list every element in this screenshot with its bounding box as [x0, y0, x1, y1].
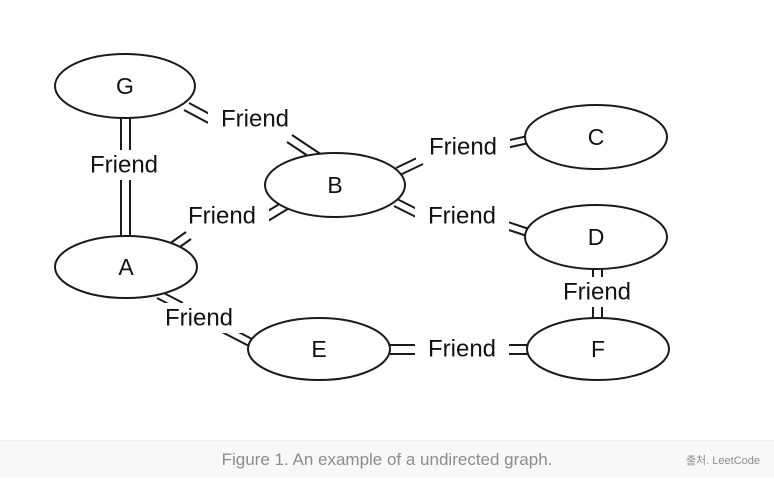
- edge-label-a-e-text: Friend: [165, 304, 233, 331]
- node-d[interactable]: D: [524, 204, 668, 270]
- node-e-ellipse[interactable]: [247, 317, 391, 381]
- edge-label-b-c: Friend: [416, 132, 510, 162]
- node-g-ellipse[interactable]: [54, 53, 196, 119]
- edge-label-e-f: Friend: [415, 334, 509, 364]
- node-b-ellipse[interactable]: [264, 152, 406, 218]
- edge-label-e-f-backdrop: [415, 334, 509, 364]
- edge-label-d-f-text: Friend: [563, 278, 631, 305]
- edge-b-d-line-1b: [393, 205, 417, 218]
- edge-label-a-e-backdrop: [152, 303, 246, 333]
- edge-label-b-c-text: Friend: [429, 133, 497, 160]
- figure-caption: Figure 1. An example of a undirected gra…: [221, 450, 553, 469]
- edge-b-c-line-1b: [399, 163, 424, 176]
- node-g[interactable]: G: [54, 53, 196, 119]
- edge-label-b-d-backdrop: [415, 201, 509, 231]
- node-b-label: B: [327, 172, 342, 198]
- node-a-label: A: [118, 254, 134, 280]
- node-f-ellipse[interactable]: [526, 317, 670, 381]
- node-e[interactable]: E: [247, 317, 391, 381]
- edge-label-g-a-backdrop: [77, 150, 171, 180]
- node-g-label: G: [116, 73, 134, 99]
- edge-label-e-f-text: Friend: [428, 335, 496, 362]
- node-c-ellipse[interactable]: [524, 104, 668, 170]
- edge-label-g-a-text: Friend: [90, 151, 158, 178]
- edge-label-d-f-backdrop: [550, 277, 644, 307]
- edge-label-g-a: Friend: [77, 150, 171, 180]
- edge-label-d-f: Friend: [550, 277, 644, 307]
- undirected-graph-svg: G B C D A: [54, 53, 670, 381]
- edge-label-g-b-backdrop: [208, 104, 302, 134]
- nodes-layer: G B C D A: [54, 53, 670, 381]
- node-f-label: F: [591, 336, 605, 362]
- node-b[interactable]: B: [264, 152, 406, 218]
- edge-label-a-e: Friend: [152, 303, 246, 333]
- node-a-ellipse[interactable]: [54, 235, 198, 299]
- graph-canvas: G B C D A: [54, 53, 670, 381]
- edge-label-a-b-backdrop: [175, 201, 269, 231]
- edge-label-g-b-text: Friend: [221, 105, 289, 132]
- edge-labels-layer: Friend Friend Friend Friend Friend: [77, 104, 644, 364]
- node-d-ellipse[interactable]: [524, 204, 668, 270]
- edge-label-b-d-text: Friend: [428, 202, 496, 229]
- edge-label-b-d: Friend: [415, 201, 509, 231]
- node-f[interactable]: F: [526, 317, 670, 381]
- edge-label-g-b: Friend: [208, 104, 302, 134]
- edge-label-b-c-backdrop: [416, 132, 510, 162]
- edge-g-b-line-2a: [291, 134, 323, 156]
- node-c-label: C: [588, 124, 605, 150]
- edge-b-c-line-1a: [395, 156, 420, 169]
- caption-bar: Figure 1. An example of a undirected gra…: [0, 440, 774, 478]
- edge-a-e-line-2b: [219, 330, 250, 347]
- edge-label-a-b-text: Friend: [188, 202, 256, 229]
- node-e-label: E: [311, 336, 326, 362]
- figure-source-label: 출처. LeetCode: [685, 455, 760, 467]
- node-a[interactable]: A: [54, 235, 198, 299]
- edge-label-a-b: Friend: [175, 201, 269, 231]
- node-c[interactable]: C: [524, 104, 668, 170]
- node-d-label: D: [588, 224, 605, 250]
